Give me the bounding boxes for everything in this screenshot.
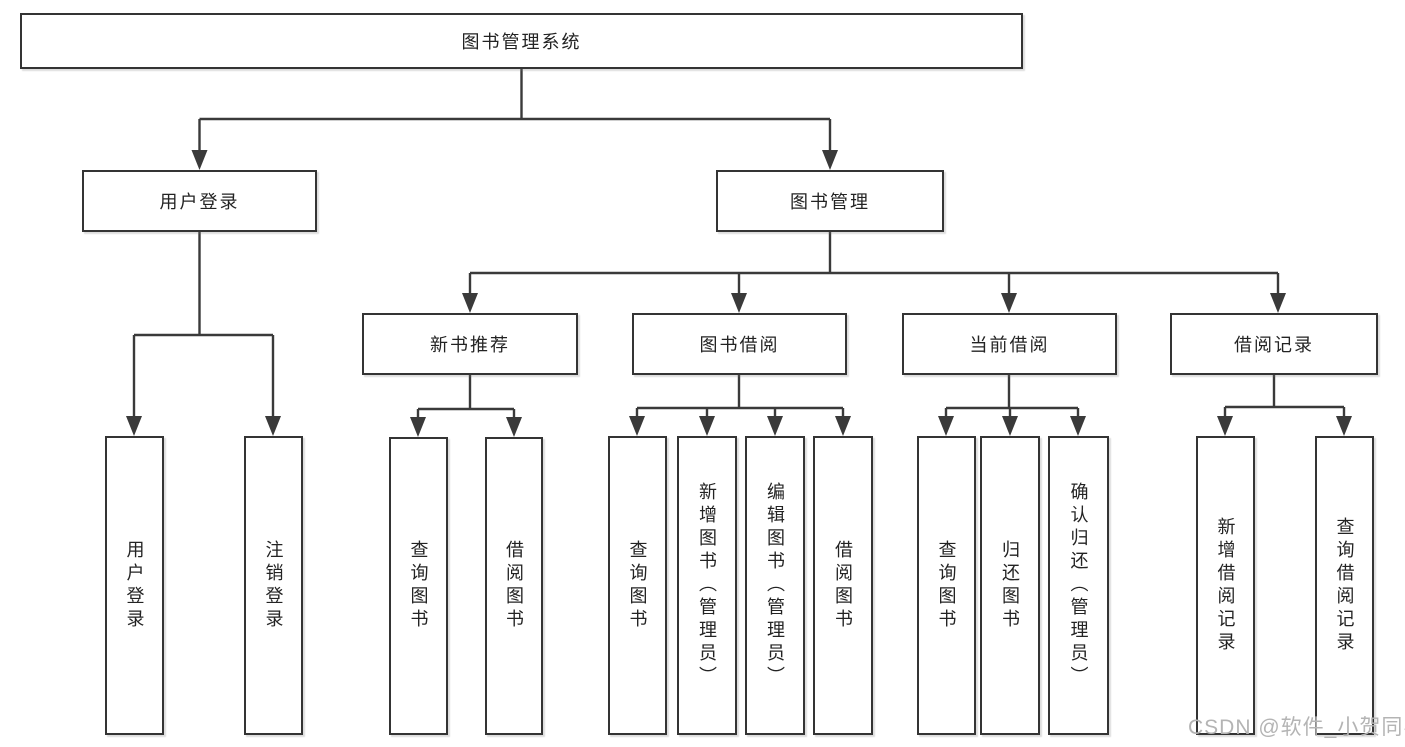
node-book-borrowing: 图书借阅	[632, 313, 847, 375]
arrowhead	[731, 293, 747, 313]
connector-borrow-record	[1223, 375, 1346, 426]
leaf-logout: 注销登录	[244, 436, 303, 735]
connector-root-stem	[198, 69, 832, 160]
leaf-label: 确认归还（管理员）	[1068, 482, 1089, 689]
leaf-add-books-admin: 新增图书（管理员）	[677, 436, 737, 735]
node-book-management: 图书管理	[716, 170, 944, 232]
leaf-borrow-books-2: 借阅图书	[813, 436, 873, 735]
leaf-edit-books-admin: 编辑图书（管理员）	[745, 436, 805, 735]
leaf-label: 查询图书	[936, 539, 957, 632]
arrowhead	[1002, 416, 1018, 436]
leaf-label: 新增图书（管理员）	[697, 482, 717, 689]
arrowhead	[506, 417, 522, 437]
leaf-user-login: 用户登录	[105, 436, 164, 735]
arrowhead	[938, 416, 954, 436]
leaf-query-books-3: 查询图书	[917, 436, 976, 735]
leaf-label: 借阅图书	[833, 539, 853, 632]
connector-book-borrow	[635, 375, 845, 426]
arrowhead	[629, 416, 645, 436]
node-current-borrowing: 当前借阅	[902, 313, 1117, 375]
leaf-label: 查询图书	[408, 540, 429, 632]
leaf-label: 编辑图书（管理员）	[765, 482, 785, 689]
node-label: 图书管理系统	[461, 32, 582, 52]
arrowhead	[1336, 416, 1352, 436]
node-new-book-recommend: 新书推荐	[362, 313, 578, 375]
arrowhead	[191, 150, 208, 170]
connector-user-login	[132, 232, 275, 426]
arrowhead	[462, 293, 478, 313]
node-label: 图书借阅	[699, 335, 780, 355]
leaf-label: 注销登录	[263, 539, 284, 632]
arrowhead	[410, 417, 426, 437]
leaf-return-books: 归还图书	[980, 436, 1040, 735]
leaf-label: 借阅图书	[504, 540, 524, 632]
leaf-label: 用户登录	[124, 539, 145, 632]
leaf-query-books-1: 查询图书	[389, 437, 448, 735]
leaf-query-borrow-record: 查询借阅记录	[1315, 436, 1374, 735]
node-root-system: 图书管理系统	[20, 13, 1023, 69]
arrowhead	[835, 416, 851, 436]
csdn-watermark: CSDN @软件_小贺同学	[1188, 716, 1405, 739]
node-label: 当前借阅	[969, 335, 1050, 355]
arrowhead	[1270, 293, 1286, 313]
node-label: 新书推荐	[430, 335, 510, 355]
leaf-label: 查询图书	[627, 539, 648, 632]
leaf-label: 新增借阅记录	[1215, 516, 1236, 655]
arrowhead	[1070, 416, 1086, 436]
connector-book-mgmt	[468, 232, 1280, 303]
node-borrowing-record: 借阅记录	[1170, 313, 1378, 375]
arrowhead	[126, 416, 142, 436]
node-label: 借阅记录	[1234, 335, 1314, 355]
node-user-login: 用户登录	[82, 170, 317, 232]
arrowhead	[767, 416, 783, 436]
arrowhead	[265, 416, 281, 436]
node-label: 用户登录	[159, 192, 240, 212]
leaf-label: 归还图书	[1000, 539, 1020, 632]
node-label: 图书管理	[790, 192, 870, 212]
leaf-confirm-return-admin: 确认归还（管理员）	[1048, 436, 1109, 735]
leaf-query-books-2: 查询图书	[608, 436, 667, 735]
leaf-label: 查询借阅记录	[1334, 516, 1355, 655]
arrowhead	[822, 150, 838, 170]
arrowhead	[1217, 416, 1233, 436]
leaf-add-borrow-record: 新增借阅记录	[1196, 436, 1255, 735]
connector-new-book-rec	[416, 375, 516, 427]
arrowhead	[1001, 293, 1017, 313]
leaf-borrow-books-1: 借阅图书	[485, 437, 543, 735]
arrowhead	[699, 416, 715, 436]
